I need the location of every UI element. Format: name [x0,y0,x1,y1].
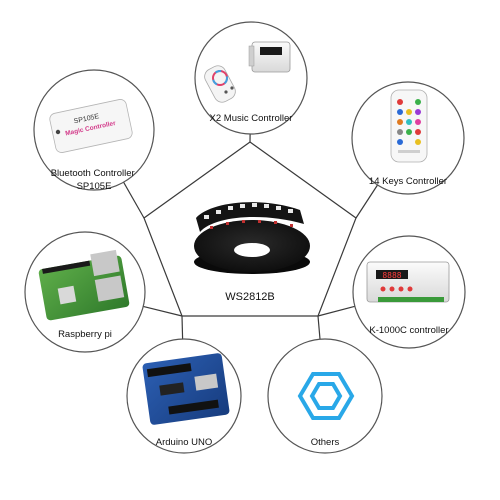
label-arduino: Arduino UNO [156,437,213,448]
arduino-uno-board-image [142,353,230,425]
label-x2-music: X2 Music Controller [210,113,293,124]
k1000c-display-text: 8888 [382,271,401,280]
connector-raspberry [143,305,183,317]
connector-others [317,315,321,340]
label-others: Others [311,437,340,448]
led-strip-reel-image [194,202,310,274]
connector-bluetooth [123,181,145,219]
label-raspberry: Raspberry pi [58,329,112,340]
led-hexagon-image [297,372,355,420]
k-1000c-controller-image: 8888 [366,261,450,303]
bluetooth-controller-image: SP105E Magic Controller [49,99,133,153]
label-k1000c: K-1000C controller [369,325,448,336]
x2-music-controller-image [204,41,291,103]
center-label: WS2812B [225,291,275,303]
connector-arduino [181,315,184,340]
connector-lines [123,133,379,340]
label-14-keys: 14 Keys Controller [369,176,447,187]
connector-14-keys [355,184,379,219]
label-bluetooth: Bluetooth Controller SP105E [51,168,138,192]
connector-k1000c [317,305,356,317]
14-key-ir-remote-image [390,89,428,163]
node-circle-others [267,338,383,454]
raspberry-pi-board-image [38,249,130,321]
